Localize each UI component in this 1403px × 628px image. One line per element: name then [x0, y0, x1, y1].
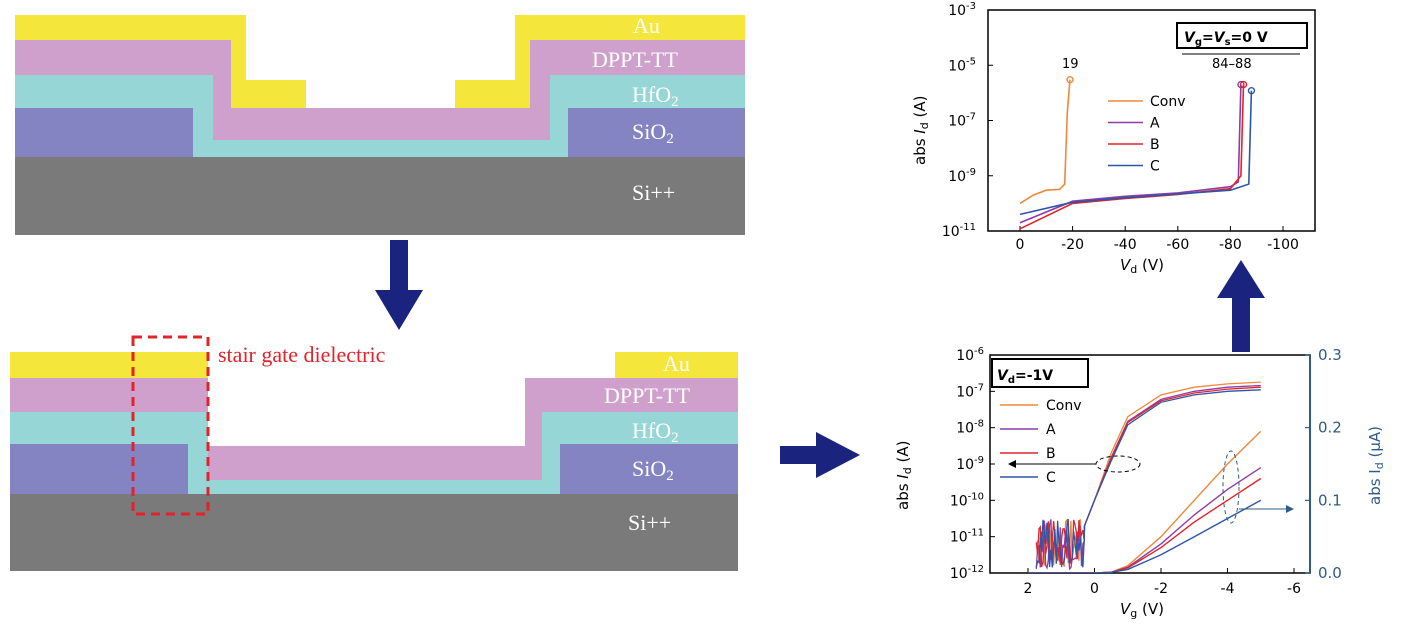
top-hfo2-label: HfO2	[632, 82, 679, 110]
transfer-y2-ticks: 0.3 0.2 0.1 0.0	[1305, 346, 1342, 582]
output-series	[1019, 75, 1256, 230]
top-au-label: Au	[633, 13, 660, 38]
transfer-y-tick: 10-10	[950, 491, 984, 509]
transfer-y2-tick: 0.0	[1318, 564, 1342, 582]
stair-callout-box	[131, 335, 210, 516]
transfer-condition-label: Vd=-1V	[997, 368, 1053, 386]
output-condition-label: Vg=Vs=0 V	[1184, 30, 1268, 48]
top-hfo2-layer	[15, 75, 745, 157]
output-breakdown-marker	[1066, 75, 1074, 84]
transfer-x-tick: -4	[1221, 581, 1235, 597]
output-legend-label: Conv	[1150, 94, 1186, 110]
output-y-axis-title: abs Id (A)	[911, 96, 931, 165]
transfer-x-ticks: 2 0 -2 -4 -6	[1024, 568, 1301, 597]
output-series-line-c	[1019, 90, 1253, 216]
transfer-y-tick: 10-12	[950, 564, 984, 582]
transfer-linear-line-c	[1028, 499, 1262, 573]
transfer-x-tick: 0	[1090, 581, 1099, 597]
transfer-y-tick: 10-8	[956, 419, 984, 437]
transfer-x-axis-title: Vg (V)	[1120, 600, 1164, 620]
top-sio2-layer	[15, 108, 193, 157]
bottom-sio2-right	[560, 444, 738, 494]
transfer-series	[1028, 381, 1262, 573]
transfer-y-tick: 10-11	[950, 528, 984, 546]
transfer-y-ticks: 10-6 10-7 10-8 10-9 10-10 10-11 10-12	[950, 346, 995, 582]
transfer-x-tick: 2	[1024, 581, 1033, 597]
top-au-left	[15, 15, 306, 108]
transfer-legend-label: A	[1046, 422, 1056, 438]
output-x-tick: -40	[1114, 237, 1137, 253]
down-arrow	[375, 240, 423, 330]
output-breakdown-marker	[1237, 80, 1245, 89]
transfer-y2-axis-title: abs Id (μA)	[1366, 426, 1386, 505]
bottom-device-stack: Au DPPT-TT HfO2 SiO2 Si++ stair gate die…	[10, 335, 738, 571]
transfer-y-tick: 10-7	[956, 382, 984, 400]
bottom-dppt-layer	[10, 378, 738, 480]
top-dppt-layer	[15, 40, 745, 140]
bottom-dppt-label: DPPT-TT	[604, 383, 691, 408]
stair-callout-label: stair gate dielectric	[218, 342, 386, 367]
right-arrow	[780, 432, 860, 478]
output-legend-label: C	[1150, 159, 1160, 175]
bottom-au-right	[615, 352, 738, 378]
output-condition-box	[1176, 22, 1308, 49]
transfer-y-tick: 10-9	[956, 455, 984, 473]
output-series-line-a	[1019, 84, 1242, 224]
up-arrow	[1217, 260, 1265, 352]
transfer-y-tick: 10-6	[956, 346, 984, 364]
output-legend-label: B	[1150, 137, 1160, 153]
bottom-au-left	[10, 352, 208, 378]
output-chart: Vg=Vs=0 V 10-3 10-5 10-7 10-9 10-11 0 -20 -40 -…	[911, 1, 1316, 276]
top-dppt-label: DPPT-TT	[592, 47, 679, 72]
transfer-y2-tick: 0.1	[1318, 491, 1342, 509]
output-annotation-conv: 19	[1062, 57, 1079, 72]
transfer-y2-tick: 0.3	[1318, 346, 1342, 364]
output-x-axis-title: Vd (V)	[1120, 256, 1164, 276]
output-x-tick: -100	[1267, 237, 1299, 253]
top-si-label: Si++	[632, 180, 675, 205]
output-x-tick: -60	[1166, 237, 1189, 253]
output-x-tick: 0	[1016, 237, 1025, 253]
top-sio2-label: SiO2	[632, 119, 674, 147]
output-x-tick: -80	[1219, 237, 1242, 253]
top-si-layer	[15, 157, 745, 235]
transfer-linear-ellipse	[1222, 450, 1240, 524]
bottom-sio2-left	[10, 444, 188, 494]
output-annotation-abc: 84–88	[1212, 57, 1252, 72]
transfer-legend-label: B	[1046, 446, 1056, 462]
bottom-si-label: Si++	[628, 510, 671, 535]
top-sio2-layer-right	[568, 108, 745, 157]
output-series-line-conv	[1019, 79, 1071, 205]
output-x-tick: -20	[1061, 237, 1084, 253]
output-y-tick: 10-5	[948, 56, 976, 74]
output-y-tick: 10-7	[948, 112, 976, 130]
output-breakdown-marker	[1239, 80, 1248, 89]
transfer-condition-box	[991, 358, 1089, 388]
top-device-stack: Au DPPT-TT HfO2 SiO2 Si++	[15, 13, 745, 235]
bottom-sio2-label: SiO2	[632, 456, 674, 484]
transfer-log-line-c	[1035, 389, 1261, 568]
transfer-x-tick: -6	[1287, 581, 1301, 597]
bottom-au-label: Au	[663, 351, 690, 376]
output-y-tick: 10-11	[942, 222, 976, 240]
output-y-tick: 10-9	[948, 167, 976, 185]
output-legend-label: A	[1150, 116, 1160, 132]
output-breakdown-marker	[1247, 86, 1256, 95]
transfer-x-tick: -2	[1154, 581, 1168, 597]
bottom-hfo2-layer	[10, 412, 738, 494]
output-x-ticks: 0 -20 -40 -60 -80 -100	[1016, 226, 1299, 253]
transfer-y-axis-title: abs Id (A)	[894, 441, 914, 510]
transfer-legend-label: C	[1046, 470, 1056, 486]
transfer-chart: Vd=-1V 10-6 10-7 10-8 10-9 10-10 10-11 10-12 0…	[894, 346, 1386, 620]
output-y-ticks: 10-3 10-5 10-7 10-9 10-11	[942, 1, 993, 240]
bottom-si-layer	[10, 494, 738, 571]
transfer-y2-tick: 0.2	[1318, 419, 1342, 437]
bottom-hfo2-label: HfO2	[632, 418, 679, 446]
top-au-right	[455, 15, 745, 108]
output-y-tick: 10-3	[948, 1, 976, 19]
transfer-legend-label: Conv	[1046, 398, 1082, 414]
